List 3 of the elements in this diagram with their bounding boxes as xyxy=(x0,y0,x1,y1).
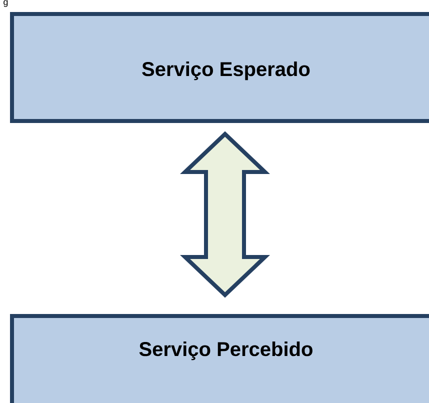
text-fragment: g xyxy=(4,0,8,7)
process-box: Serviço Esperado xyxy=(10,12,429,123)
process-box: Serviço Percebido xyxy=(10,314,429,403)
